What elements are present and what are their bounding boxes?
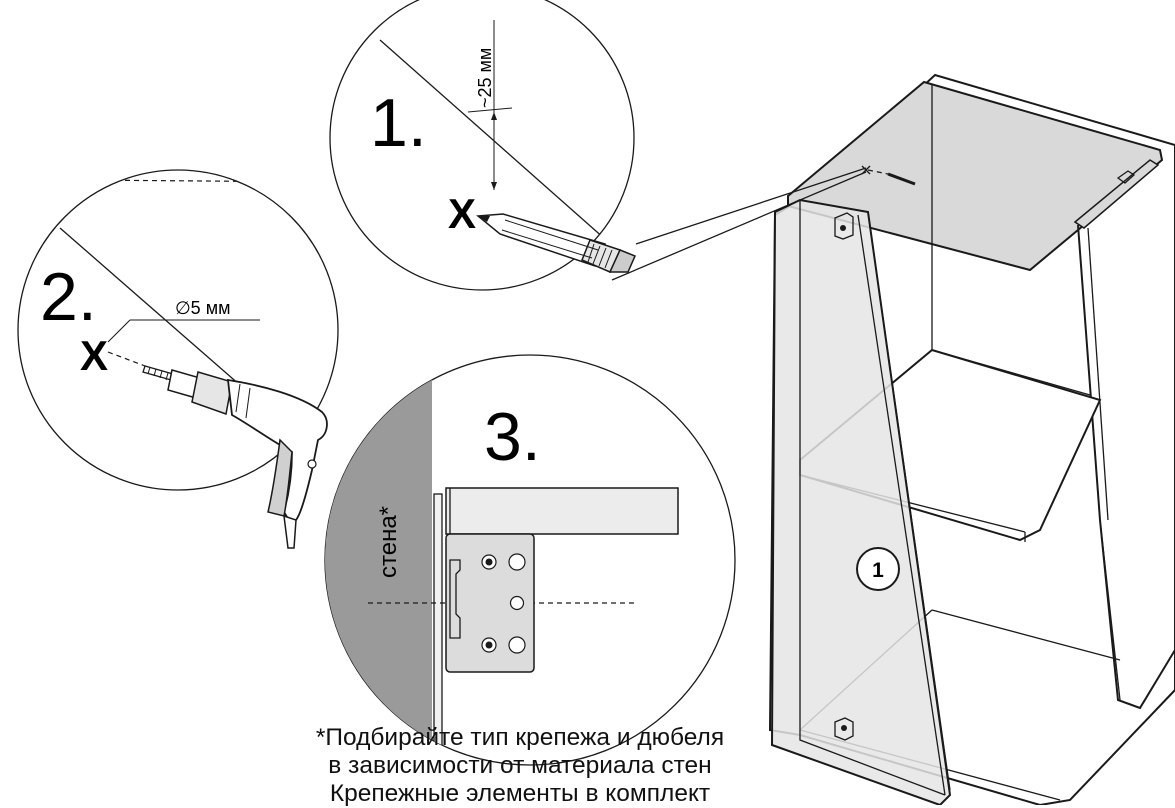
step-3-number: 3. <box>484 399 541 475</box>
step-2-number: 2. <box>40 259 97 335</box>
step-3-detail: 3. стена* <box>324 354 736 766</box>
pencil-icon <box>476 213 636 273</box>
wall-bracket-icon <box>834 717 854 741</box>
step-1-number: 1. <box>370 85 427 161</box>
footnote-line: Крепежные элементы в комплект <box>329 780 711 807</box>
wall-label: стена* <box>375 506 402 578</box>
wall-bracket-icon <box>445 533 535 673</box>
step-1-detail: 1. ~25 мм X <box>329 0 636 291</box>
step-1-dimension: ~25 мм <box>475 48 495 108</box>
step-2-dimension: ∅5 мм <box>175 298 230 318</box>
drill-icon <box>142 365 328 549</box>
step-2-marker: X <box>80 332 108 379</box>
wall-bracket-icon <box>834 212 854 240</box>
part-number: 1 <box>872 559 884 582</box>
step-1-marker: X <box>448 190 476 237</box>
footnote: *Подбирайте тип крепежа и дюбеля в завис… <box>250 724 790 808</box>
footnote-line: в зависимости от материала стен <box>328 752 712 779</box>
cabinet-drawing: 1 <box>768 73 1175 805</box>
footnote-line: *Подбирайте тип крепежа и дюбеля <box>315 724 725 751</box>
